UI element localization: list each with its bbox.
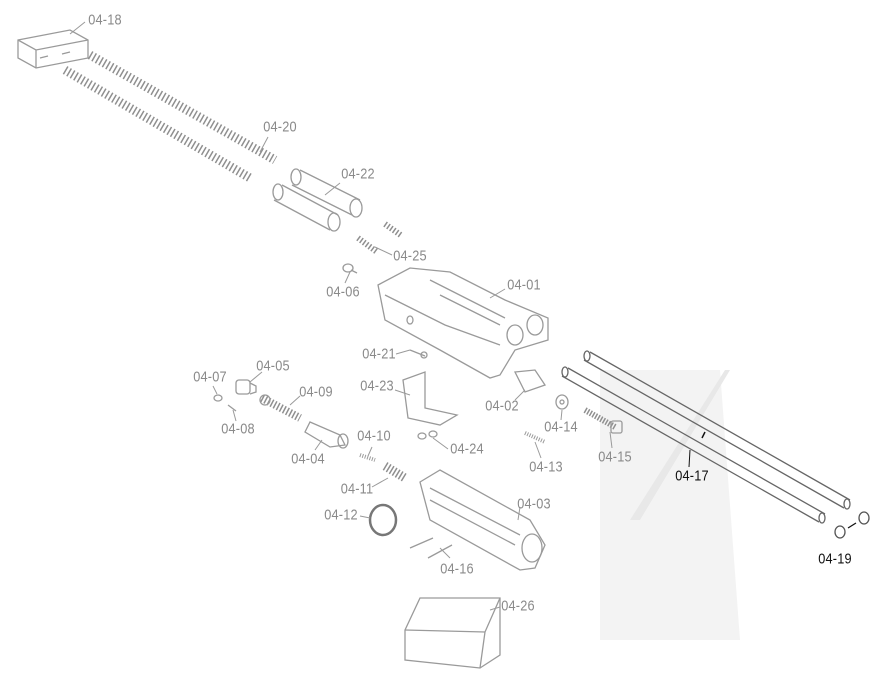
part-04-04-nozzle[interactable] bbox=[304, 421, 349, 449]
part-label-highlighted[interactable]: 04-19 bbox=[818, 550, 852, 568]
part-label[interactable]: 04-11 bbox=[340, 480, 374, 498]
part-04-08-pin[interactable] bbox=[227, 404, 237, 412]
part-label[interactable]: 04-15 bbox=[598, 448, 632, 466]
part-04-21-pin[interactable] bbox=[409, 349, 428, 359]
leader-lines bbox=[69, 21, 691, 611]
part-04-11-spring[interactable] bbox=[382, 462, 408, 482]
part-label[interactable]: 04-16 bbox=[440, 560, 474, 578]
part-04-12-oring[interactable] bbox=[368, 503, 398, 537]
part-04-15-screw[interactable] bbox=[583, 407, 623, 434]
part-04-03-bolt[interactable] bbox=[419, 469, 546, 571]
part-label[interactable]: 04-21 bbox=[362, 345, 396, 363]
part-04-10-pin[interactable] bbox=[359, 453, 376, 462]
part-04-20-springs[interactable] bbox=[62, 51, 278, 182]
part-04-07-ring[interactable] bbox=[213, 394, 223, 402]
part-04-17-rods[interactable] bbox=[561, 350, 851, 524]
part-04-01-carrier[interactable] bbox=[377, 267, 549, 379]
part-label[interactable]: 04-08 bbox=[221, 420, 255, 438]
part-label[interactable]: 04-09 bbox=[299, 383, 333, 401]
part-04-25-springs[interactable] bbox=[356, 221, 404, 255]
part-label[interactable]: 04-01 bbox=[507, 276, 541, 294]
part-label[interactable]: 04-04 bbox=[291, 450, 325, 468]
part-04-24-screws[interactable] bbox=[417, 430, 438, 440]
part-04-26-block[interactable] bbox=[404, 597, 501, 669]
part-04-18-block[interactable] bbox=[17, 29, 89, 69]
part-04-19-washers[interactable] bbox=[834, 511, 870, 539]
part-label[interactable]: 04-22 bbox=[341, 165, 375, 183]
part-label[interactable]: 04-24 bbox=[450, 440, 484, 458]
watermark-shape bbox=[630, 370, 730, 520]
part-label[interactable]: 04-05 bbox=[256, 357, 290, 375]
part-label[interactable]: 04-06 bbox=[326, 283, 360, 301]
part-label[interactable]: 04-20 bbox=[263, 118, 297, 136]
part-label[interactable]: 04-13 bbox=[529, 458, 563, 476]
part-04-02-cam[interactable] bbox=[513, 369, 547, 393]
part-04-05-valve[interactable] bbox=[235, 379, 257, 395]
part-04-13-screw[interactable] bbox=[524, 431, 546, 444]
part-04-22-tubes[interactable] bbox=[272, 168, 363, 232]
watermark-shape bbox=[600, 370, 740, 640]
part-label[interactable]: 04-25 bbox=[393, 247, 427, 265]
part-04-23-plate[interactable] bbox=[402, 371, 459, 426]
part-label[interactable]: 04-14 bbox=[544, 418, 578, 436]
part-label[interactable]: 04-26 bbox=[501, 597, 535, 615]
part-label[interactable]: 04-18 bbox=[88, 11, 122, 29]
part-label[interactable]: 04-07 bbox=[193, 368, 227, 386]
part-04-09-spring[interactable] bbox=[259, 394, 302, 422]
part-label[interactable]: 04-03 bbox=[517, 495, 551, 513]
part-label-highlighted[interactable]: 04-17 bbox=[675, 467, 709, 485]
part-label[interactable]: 04-02 bbox=[485, 397, 519, 415]
part-label[interactable]: 04-23 bbox=[360, 377, 394, 395]
part-04-06-screw[interactable] bbox=[342, 263, 358, 274]
part-label[interactable]: 04-12 bbox=[324, 506, 358, 524]
part-label[interactable]: 04-10 bbox=[357, 427, 391, 445]
part-04-14-washer[interactable] bbox=[555, 394, 569, 410]
part-04-16-pins[interactable] bbox=[409, 537, 453, 559]
